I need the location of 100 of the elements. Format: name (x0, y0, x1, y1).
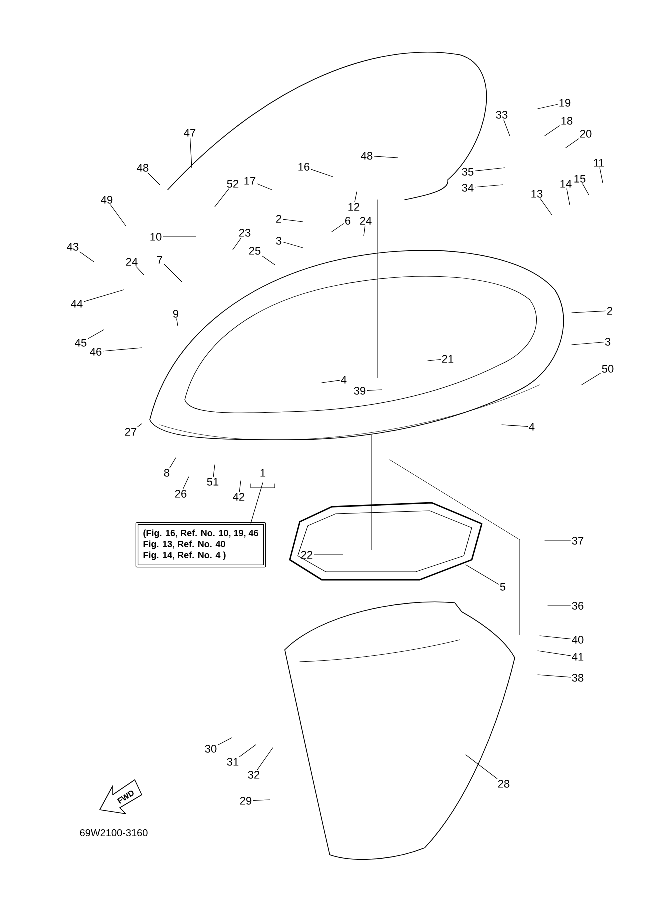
leader-line (466, 564, 500, 585)
callout-number: 24 (126, 258, 138, 266)
callout-number: 46 (90, 348, 102, 356)
callout-number: 48 (361, 152, 373, 160)
callout-number: 47 (184, 129, 196, 137)
callout-number: 49 (101, 196, 113, 204)
leader-line (538, 104, 558, 110)
leader-line (475, 168, 506, 172)
leader-line (232, 238, 242, 250)
callout-number: 31 (227, 758, 239, 766)
callout-number: 17 (244, 177, 256, 185)
leader-line (103, 348, 142, 352)
leader-line (354, 192, 358, 202)
leader-line (138, 424, 142, 428)
leader-line (322, 380, 340, 384)
callout-number: 24 (360, 217, 372, 225)
leader-line (572, 342, 604, 346)
callout-number: 15 (574, 175, 586, 183)
callout-number: 16 (298, 163, 310, 171)
callout-number: 36 (572, 602, 584, 610)
callout-number: 4 (529, 423, 535, 431)
callout-number: 2 (607, 307, 612, 315)
callout-number: 21 (442, 355, 454, 363)
callout-number: 1 (260, 469, 266, 477)
callout-number: 23 (239, 229, 251, 237)
leader-line (600, 168, 604, 184)
leader-line (582, 184, 590, 196)
callout-number: 34 (462, 184, 474, 192)
leader-line (282, 219, 304, 222)
callout-number: 44 (71, 300, 83, 308)
callout-number: 11 (594, 159, 604, 167)
callout-number: 38 (572, 674, 584, 682)
callout-number: 14 (560, 180, 572, 188)
callout-number: 52 (227, 180, 239, 188)
callout-number: 2 (276, 215, 282, 223)
leader-line (257, 748, 274, 770)
callout-number: 51 (207, 478, 219, 486)
leader-line (566, 188, 570, 206)
callout-number: 40 (572, 636, 584, 644)
leader-line (540, 198, 552, 216)
callout-number: 28 (498, 780, 510, 788)
leader-line (250, 482, 264, 524)
leader-line (504, 120, 510, 136)
leader-line (176, 318, 178, 326)
leader-line (582, 373, 601, 386)
callout-number: 27 (125, 428, 137, 436)
callout-number: 10 (150, 233, 162, 241)
callout-number: 26 (175, 490, 187, 498)
callout-number: 43 (67, 243, 79, 251)
leader-line (475, 184, 504, 188)
leader-line (136, 266, 144, 276)
callout-number: 3 (605, 338, 611, 346)
leader-line (170, 458, 176, 468)
callout-number: 33 (496, 111, 508, 119)
callout-number: 25 (249, 247, 261, 255)
callout-number: 20 (580, 130, 592, 138)
leader-line (332, 224, 344, 232)
leader-line (84, 290, 124, 302)
leader-line (214, 188, 230, 208)
leader-line (544, 126, 560, 136)
leader-line (148, 172, 160, 186)
callout-number: 32 (248, 771, 260, 779)
callout-number: 13 (532, 190, 543, 198)
leader-line (257, 184, 272, 190)
callout-number: 30 (205, 745, 217, 753)
note-box: (Fig. 16, Ref. No. 10, 19, 46 Fig. 13, Ref. No. 40 Fig. 14, Ref. No. 4 ) (136, 522, 266, 568)
callout-number: 3 (276, 237, 282, 245)
leader-line (428, 359, 441, 362)
callout-number: 4 (341, 376, 347, 384)
leader-line (262, 256, 276, 266)
leader-line (311, 169, 334, 178)
part-code: 69W2100-3160 (80, 829, 148, 837)
callout-number: 18 (562, 117, 573, 125)
callout-number: 8 (164, 469, 170, 477)
leader-line (164, 264, 182, 282)
callout-number: 42 (233, 493, 245, 501)
callout-number: 37 (572, 537, 584, 545)
leader-line (540, 636, 571, 640)
leader-line (538, 650, 571, 656)
direction-label: FWD (117, 790, 134, 804)
leader-line (282, 242, 304, 248)
callout-number: 22 (301, 551, 313, 559)
leader-line (88, 330, 104, 340)
leader-line (110, 204, 126, 226)
leader-line (183, 476, 190, 490)
callout-number: 48 (137, 164, 149, 172)
callout-number: 50 (602, 365, 614, 373)
leader-line (374, 156, 398, 158)
leader-line (213, 464, 216, 478)
leader-line (572, 310, 606, 314)
callout-number: 35 (462, 168, 474, 176)
callout-number: 6 (346, 217, 351, 225)
callout-number: 9 (173, 310, 179, 318)
callout-number: 29 (240, 797, 252, 805)
leader-line (239, 480, 242, 492)
leader-line (466, 754, 498, 780)
leader-line (364, 226, 366, 236)
callout-number: 45 (75, 339, 87, 347)
callout-number: 41 (572, 653, 584, 661)
leader-line (538, 674, 571, 678)
